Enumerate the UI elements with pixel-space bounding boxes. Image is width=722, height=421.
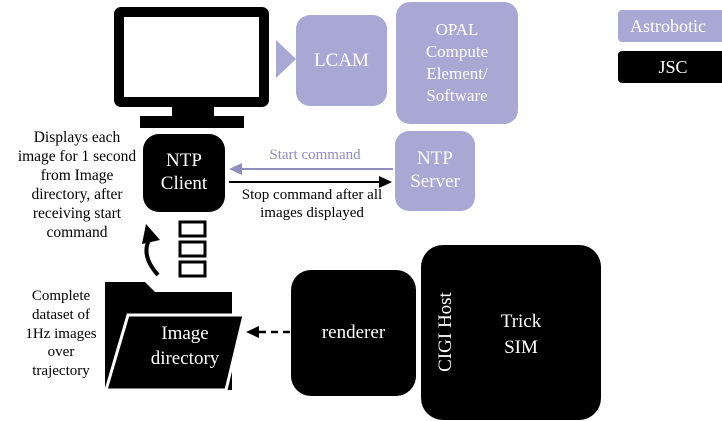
ntp-client-node: NTP Client: [143, 134, 225, 212]
folder-icon: [103, 282, 246, 392]
legend-astrobotic: Astrobotic: [618, 10, 722, 42]
dataset-note: Complete dataset of 1Hz images over traj…: [25, 288, 97, 379]
image-directory-label: Image directory: [150, 323, 220, 369]
trick-sim-node: CIGI Host Trick SIM: [421, 245, 601, 420]
curved-up-arrow: [144, 236, 160, 277]
stop-command-label: Stop command after all images displayed: [241, 187, 383, 221]
trick-sim-label: Trick SIM: [500, 311, 542, 358]
lcam-node: LCAM: [296, 15, 387, 106]
opal-node: OPAL Compute Element/ Software: [396, 2, 518, 124]
start-command-label: Start command: [269, 147, 361, 163]
ntp-server-node: NTP Server: [395, 131, 475, 211]
legend-jsc: JSC: [618, 51, 722, 83]
renderer-node: renderer: [291, 270, 416, 396]
client-note: Displays each image for 1 second from Im…: [17, 129, 137, 242]
lcam-pointer: [276, 40, 296, 78]
image-stack-icon: [178, 220, 207, 278]
